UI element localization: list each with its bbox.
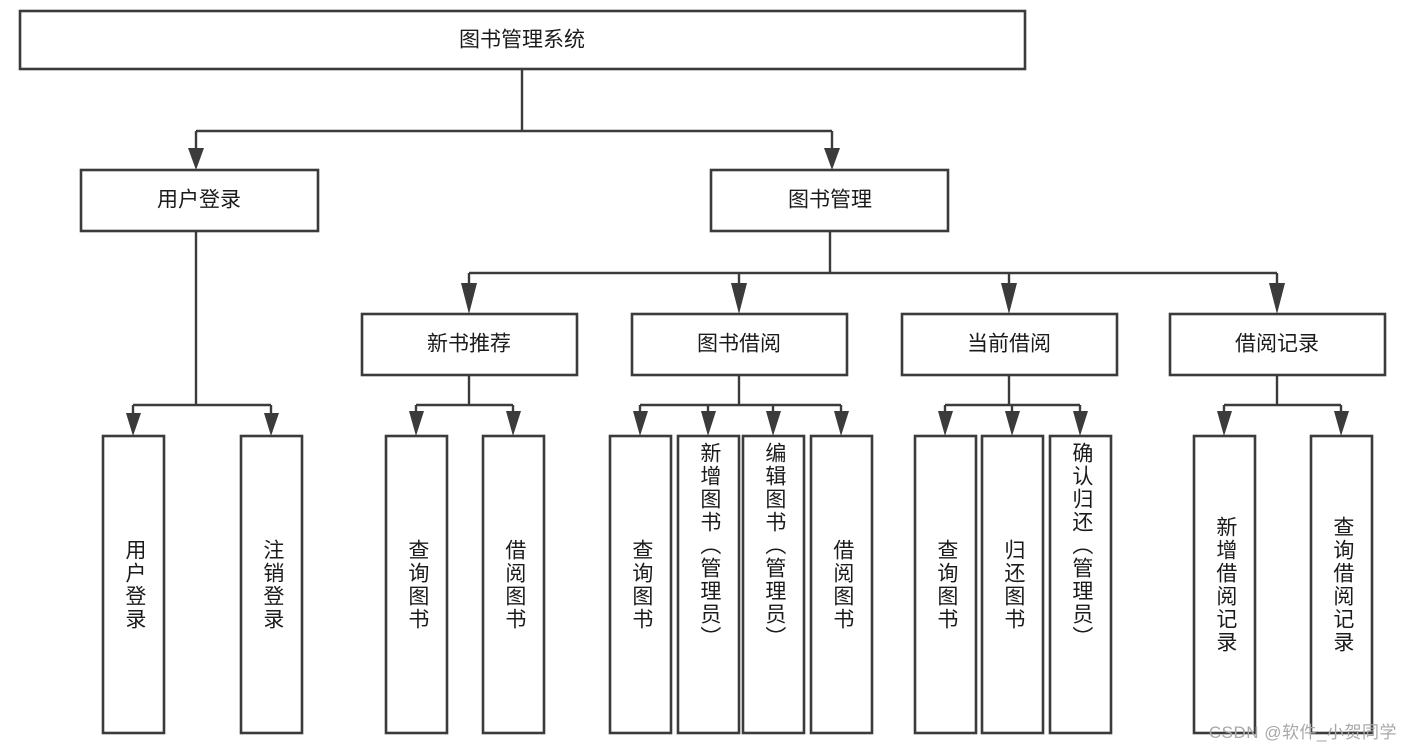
- arrow-to-borrow-record: [1269, 283, 1285, 314]
- connector-borrow-record-bus: [1222, 375, 1343, 416]
- node-current-borrow-box[interactable]: [900, 312, 1119, 377]
- node-new-book-recommend-box[interactable]: [360, 312, 579, 377]
- connector-book-borrow-bus: [638, 375, 843, 416]
- connector-group: [126, 69, 1349, 436]
- arrow-to-leaf-query-book-3: [938, 411, 953, 436]
- node-new-book-recommend[interactable]: 新书推荐: [360, 312, 579, 377]
- connector-user-login-bus: [131, 231, 273, 418]
- node-leaf-borrow-book-1-box[interactable]: [481, 434, 546, 735]
- node-book-borrow[interactable]: 图书借阅: [630, 312, 849, 377]
- node-leaf-edit-book-box[interactable]: [741, 434, 806, 735]
- node-root[interactable]: 图书管理系统: [18, 9, 1027, 71]
- arrow-to-leaf-user-logout: [264, 413, 279, 436]
- arrow-to-leaf-add-book: [701, 411, 716, 436]
- node-new-book-recommend-label: 新书推荐: [427, 333, 511, 356]
- node-root-label: 图书管理系统: [459, 29, 585, 52]
- node-leaf-confirm-return-box[interactable]: [1048, 434, 1113, 735]
- watermark: CSDN @软件_小贺同学: [1208, 723, 1397, 742]
- arrow-to-leaf-borrow-book-2: [834, 411, 849, 436]
- arrow-to-leaf-edit-book: [766, 411, 781, 436]
- connector-current-borrow-bus: [943, 375, 1082, 416]
- node-leaf-query-book-3-box[interactable]: [913, 434, 978, 735]
- arrow-to-book-borrow: [731, 283, 747, 314]
- node-user-login-box[interactable]: [79, 168, 320, 233]
- connector-new-book-recommend-bus: [414, 375, 515, 416]
- node-borrow-record[interactable]: 借阅记录: [1168, 312, 1387, 377]
- arrow-to-leaf-query-book-2: [633, 411, 648, 436]
- node-user-login[interactable]: 用户登录: [79, 168, 320, 233]
- node-user-login-label: 用户登录: [157, 189, 241, 212]
- arrow-to-current-borrow: [1001, 283, 1017, 314]
- arrow-to-book-management: [824, 148, 840, 170]
- arrow-to-leaf-query-book-1: [409, 411, 424, 436]
- arrow-to-leaf-add-record: [1217, 411, 1232, 436]
- node-borrow-record-box[interactable]: [1168, 312, 1387, 377]
- node-leaf-query-book-2-box[interactable]: [608, 434, 673, 735]
- node-book-management-label: 图书管理: [788, 189, 872, 212]
- node-leaf-query-book-1-box[interactable]: [384, 434, 449, 735]
- node-current-borrow-label: 当前借阅: [967, 333, 1051, 356]
- arrow-to-leaf-user-login: [126, 413, 141, 436]
- node-leaf-add-record-box[interactable]: [1192, 434, 1257, 735]
- arrow-to-leaf-borrow-book-1: [506, 411, 521, 436]
- node-book-management[interactable]: 图书管理: [709, 168, 950, 233]
- node-leaf-user-logout-box[interactable]: [239, 434, 304, 735]
- arrow-to-user-login: [188, 148, 204, 170]
- node-leaf-add-book-box[interactable]: [676, 434, 741, 735]
- node-book-management-box[interactable]: [709, 168, 950, 233]
- connector-root-bus: [194, 69, 834, 153]
- node-borrow-record-label: 借阅记录: [1235, 333, 1319, 356]
- connector-book-management-bus: [467, 231, 1279, 287]
- arrow-to-leaf-query-record: [1334, 411, 1349, 436]
- node-leaf-query-record-box[interactable]: [1309, 434, 1374, 735]
- node-root-box[interactable]: [18, 9, 1027, 71]
- arrow-to-leaf-return-book: [1005, 411, 1020, 436]
- node-leaf-borrow-book-2-box[interactable]: [809, 434, 874, 735]
- node-leaf-user-login-box[interactable]: [101, 434, 166, 735]
- node-book-borrow-box[interactable]: [630, 312, 849, 377]
- arrow-to-new-book-recommend: [461, 283, 477, 314]
- node-leaf-return-book-box[interactable]: [980, 434, 1045, 735]
- arrow-to-leaf-confirm-return: [1073, 411, 1088, 436]
- node-book-borrow-label: 图书借阅: [697, 333, 781, 356]
- node-current-borrow[interactable]: 当前借阅: [900, 312, 1119, 377]
